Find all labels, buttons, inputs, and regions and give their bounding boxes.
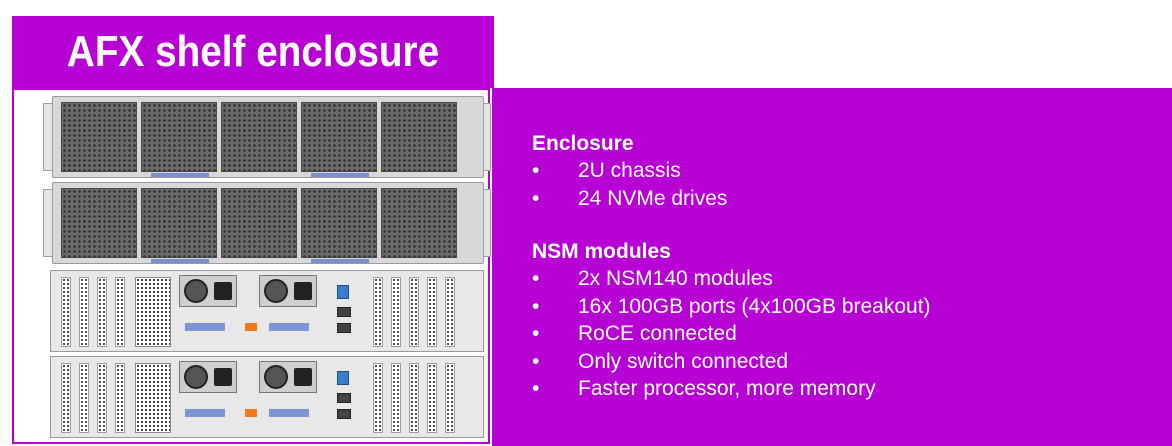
- vent-mesh: [135, 277, 171, 347]
- nsm-modules-section: NSM modules • 2x NSM140 modules • 16x 10…: [532, 238, 931, 403]
- power-supply: [259, 275, 317, 307]
- shelf-ear: [483, 189, 491, 257]
- shelf-ear: [483, 103, 491, 171]
- io-slot: [391, 277, 401, 347]
- network-port: [337, 393, 351, 403]
- drive-bay: [61, 188, 137, 258]
- list-item: • 2U chassis: [532, 157, 727, 185]
- drive-pull-tab: [311, 173, 369, 177]
- io-slot: [97, 363, 107, 433]
- enclosure-section: Enclosure • 2U chassis • 24 NVMe drives: [532, 130, 727, 212]
- power-supply: [179, 361, 237, 393]
- list-item-text: 24 NVMe drives: [578, 186, 728, 210]
- io-slot: [445, 363, 455, 433]
- io-slot: [79, 277, 89, 347]
- list-item-text: Only switch connected: [578, 349, 789, 373]
- io-slot: [409, 277, 419, 347]
- fan-icon: [184, 279, 208, 303]
- io-slot: [79, 363, 89, 433]
- list-item: • Faster processor, more memory: [532, 375, 931, 403]
- drive-bay: [301, 188, 377, 258]
- release-tab: [185, 409, 225, 417]
- list-item-text: 2x NSM140 modules: [578, 267, 773, 290]
- drive-bay: [221, 188, 297, 258]
- network-port: [337, 323, 351, 333]
- power-socket: [294, 282, 312, 300]
- drive-bay: [381, 188, 457, 258]
- shelf-ear: [43, 189, 53, 257]
- fan-icon: [264, 279, 288, 303]
- io-slot: [115, 363, 125, 433]
- power-socket: [294, 368, 312, 386]
- io-slot: [97, 277, 107, 347]
- drive-bay: [141, 188, 217, 258]
- network-port: [337, 285, 349, 299]
- list-item: • Only switch connected: [532, 348, 931, 376]
- io-slot: [61, 363, 71, 433]
- drive-shelf-front-top: [43, 96, 491, 178]
- list-item: • 16x 100GB ports (4x100GB breakout): [532, 293, 931, 321]
- enclosure-image: [12, 88, 491, 444]
- power-supply: [179, 275, 237, 307]
- release-latch: [245, 323, 257, 331]
- network-port: [337, 307, 351, 317]
- fan-icon: [184, 365, 208, 389]
- power-socket: [214, 282, 232, 300]
- list-item-text: 2U chassis: [578, 159, 681, 182]
- io-slot: [427, 277, 437, 347]
- network-port: [337, 371, 349, 385]
- list-item-text: Faster processor, more memory: [578, 377, 876, 400]
- release-tab: [269, 323, 309, 331]
- bullet-icon: •: [532, 377, 540, 400]
- power-socket: [214, 368, 232, 386]
- io-slot: [427, 363, 437, 433]
- release-tab: [269, 409, 309, 417]
- controller-rear-top: [50, 270, 484, 352]
- drive-bay: [221, 102, 297, 172]
- io-slot: [409, 363, 419, 433]
- list-item: • 2x NSM140 modules: [532, 265, 931, 293]
- drive-bay: [301, 102, 377, 172]
- release-tab: [185, 323, 225, 331]
- slide-title: AFX shelf enclosure: [66, 27, 440, 76]
- drive-pull-tab: [311, 259, 369, 263]
- list-item-text: RoCE connected: [578, 322, 737, 345]
- bullet-icon: •: [532, 322, 540, 345]
- io-slot: [445, 277, 455, 347]
- fan-icon: [264, 365, 288, 389]
- power-supply: [259, 361, 317, 393]
- drive-bay: [141, 102, 217, 172]
- list-item: • 24 NVMe drives: [532, 185, 727, 213]
- bullet-icon: •: [532, 349, 540, 373]
- bullet-icon: •: [532, 186, 540, 210]
- info-panel: Enclosure • 2U chassis • 24 NVMe drives …: [492, 88, 1172, 446]
- drive-bay: [381, 102, 457, 172]
- section-heading: Enclosure: [532, 132, 634, 155]
- drive-pull-tab: [151, 259, 209, 263]
- bullet-icon: •: [532, 294, 540, 318]
- release-latch: [245, 409, 257, 417]
- title-banner: AFX shelf enclosure: [12, 16, 494, 88]
- list-item-text: 16x 100GB ports (4x100GB breakout): [578, 294, 931, 318]
- drive-pull-tab: [151, 173, 209, 177]
- io-slot: [115, 277, 125, 347]
- drive-bay: [61, 102, 137, 172]
- io-slot: [373, 363, 383, 433]
- network-port: [337, 409, 351, 419]
- bullet-icon: •: [532, 267, 540, 290]
- io-slot: [391, 363, 401, 433]
- list-item: • RoCE connected: [532, 320, 931, 348]
- vent-mesh: [135, 363, 171, 433]
- io-slot: [373, 277, 383, 347]
- bullet-icon: •: [532, 159, 540, 182]
- shelf-ear: [43, 103, 53, 171]
- io-slot: [61, 277, 71, 347]
- drive-shelf-front-bottom: [43, 182, 491, 264]
- section-heading: NSM modules: [532, 240, 671, 263]
- controller-rear-bottom: [50, 356, 484, 438]
